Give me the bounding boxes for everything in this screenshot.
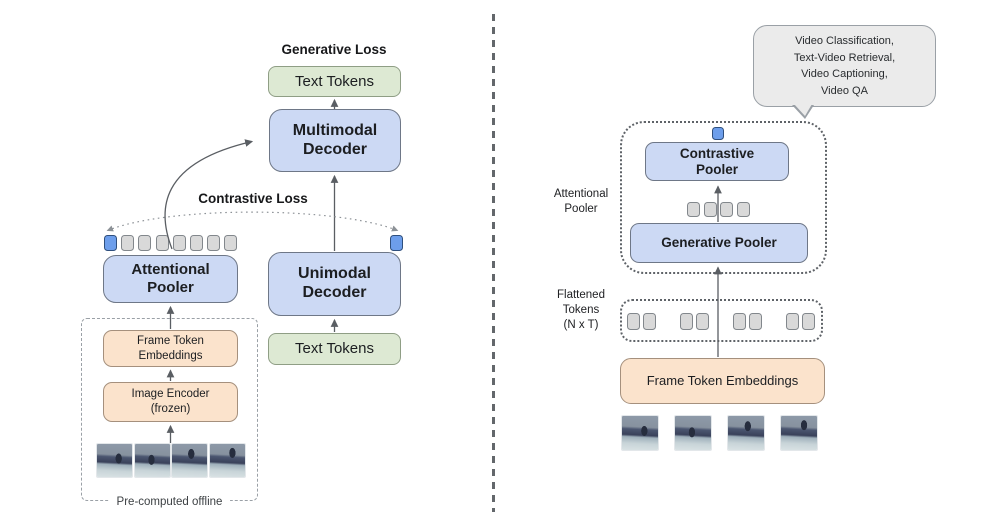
flattened-token [786, 313, 799, 330]
video-frame [781, 416, 817, 450]
pooled-token [138, 235, 152, 251]
frame-token-row [104, 235, 238, 251]
flattened-tokens-group [620, 299, 823, 342]
attentional-pooler-box: Attentional Pooler [103, 255, 238, 303]
frame-token-embeddings-box-left: Frame Token Embeddings [103, 330, 238, 367]
panel-divider [492, 14, 495, 512]
text-tokens-input-box: Text Tokens [268, 333, 401, 365]
flattened-token [733, 313, 746, 330]
contrastive-pooler-box: Contrastive Pooler [645, 142, 789, 181]
generative-loss-label: Generative Loss [281, 42, 387, 57]
video-frames-left [97, 444, 245, 477]
pooled-token [207, 235, 221, 251]
flattened-tokens-label: Flattened Tokens (N x T) [557, 289, 605, 332]
video-frame [172, 444, 207, 477]
flattened-token-row [627, 313, 815, 330]
contrastive-loss-label: Contrastive Loss [198, 191, 308, 206]
contrastive-loss-dotted-arc [106, 211, 399, 232]
pooled-token [703, 202, 717, 217]
flattened-token [643, 313, 656, 330]
video-frame [134, 444, 170, 477]
token-pair [680, 313, 709, 330]
flattened-token [749, 313, 762, 330]
text-cls-token [390, 235, 403, 251]
attentional-pooler-label: Attentional Pooler [553, 188, 609, 216]
token-pair [786, 313, 815, 330]
pooled-token [121, 235, 135, 251]
flattened-token [696, 313, 709, 330]
image-encoder-box: Image Encoder (frozen) [103, 382, 238, 422]
video-frame [209, 444, 245, 477]
pooled-token [155, 235, 169, 251]
pooled-token-row-right [687, 202, 750, 217]
pooled-token [736, 202, 750, 217]
flattened-token [627, 313, 640, 330]
pooled-token [720, 202, 733, 217]
pooled-token [189, 235, 203, 251]
pooled-token [224, 235, 238, 251]
frame-token-embeddings-box-right: Frame Token Embeddings [620, 358, 825, 404]
unimodal-decoder-box: Unimodal Decoder [268, 252, 401, 316]
precomputed-offline-label: Pre-computed offline [108, 496, 231, 508]
generative-pooler-box: Generative Pooler [630, 223, 808, 263]
token-pair [733, 313, 762, 330]
contrastive-query-token [104, 235, 117, 251]
video-frame [728, 416, 764, 450]
pooled-token [172, 235, 186, 251]
token-pair [627, 313, 656, 330]
text-tokens-output-box: Text Tokens [268, 66, 401, 97]
precomputed-offline-group: Pre-computed offline [81, 318, 258, 508]
video-frame [675, 416, 711, 450]
flattened-token [680, 313, 693, 330]
flattened-token [802, 313, 815, 330]
pooled-token [687, 202, 700, 217]
video-frame [622, 416, 658, 450]
tasks-speech-bubble: Video Classification, Text-Video Retriev… [753, 25, 936, 119]
video-frames-right [622, 416, 817, 450]
multimodal-decoder-box: Multimodal Decoder [269, 109, 401, 172]
video-frame [97, 444, 132, 477]
contrastive-token-right [712, 127, 724, 140]
attentional-pooler-group [620, 121, 827, 274]
